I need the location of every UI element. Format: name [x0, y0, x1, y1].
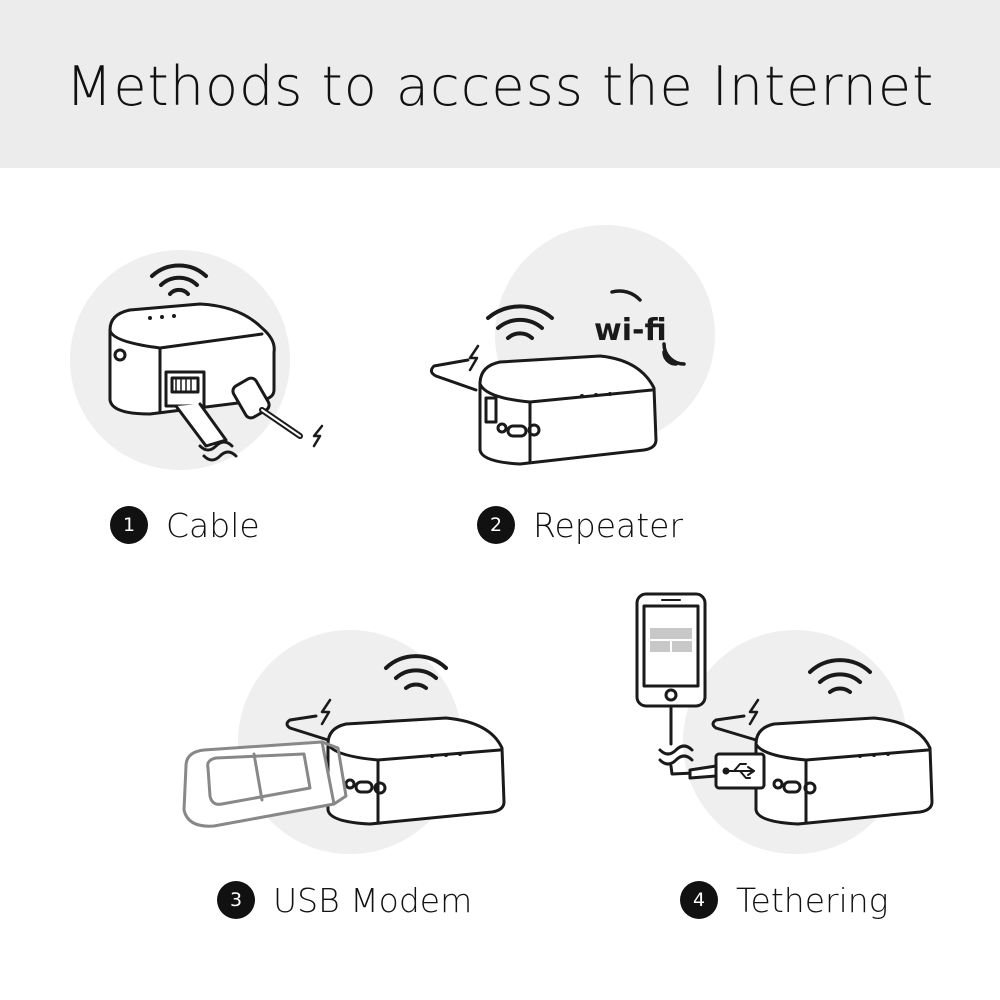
header-banner [0, 0, 1000, 168]
method-usb-modem-illustration [182, 630, 506, 854]
step-number-badge: 4 [680, 881, 718, 919]
wifi-signal-icon [384, 654, 448, 690]
wifi-signal-icon [808, 658, 872, 694]
wifi-signal-icon [486, 304, 554, 340]
method-label: USB Modem [273, 880, 473, 920]
wifi-signal-icon [150, 263, 208, 296]
lightning-icon [468, 344, 480, 372]
cable-break-icon [658, 744, 694, 756]
usb-symbol-icon [722, 763, 755, 779]
method-label: Repeater [533, 505, 684, 545]
method-label: Tethering [736, 880, 889, 920]
lightning-icon [312, 424, 324, 448]
method-caption-tethering: 4 Tethering [680, 880, 888, 920]
page-title: Methods to access the Internet [65, 55, 935, 118]
step-number-badge: 1 [110, 506, 148, 544]
method-repeater-illustration: wi-fi [429, 225, 715, 466]
router-icon [478, 354, 658, 466]
lightning-icon [320, 698, 332, 726]
power-cable-icon [231, 376, 303, 439]
smartphone-icon [635, 592, 707, 708]
router-icon [326, 716, 506, 826]
usb-connector-icon [688, 752, 766, 790]
step-number-badge: 2 [477, 506, 515, 544]
step-number-badge: 3 [217, 881, 255, 919]
power-cable-icon [711, 714, 758, 742]
svg-text:wi-fi: wi-fi [594, 313, 667, 348]
method-label: Cable [166, 505, 260, 545]
router-icon [754, 716, 934, 826]
power-cable-icon [429, 358, 478, 392]
method-caption-cable: 1 Cable [110, 505, 260, 545]
method-tethering-illustration [635, 592, 934, 854]
method-caption-usb-modem: 3 USB Modem [217, 880, 472, 920]
cable-break-icon [658, 754, 694, 766]
usb-modem-icon [182, 740, 348, 828]
method-caption-repeater: 2 Repeater [477, 505, 683, 545]
method-cable-illustration [70, 250, 324, 470]
ethernet-plug-icon [164, 370, 238, 462]
lightning-icon [748, 698, 760, 726]
wifi-logo-icon: wi-fi [594, 289, 686, 366]
power-cable-icon [285, 714, 330, 742]
